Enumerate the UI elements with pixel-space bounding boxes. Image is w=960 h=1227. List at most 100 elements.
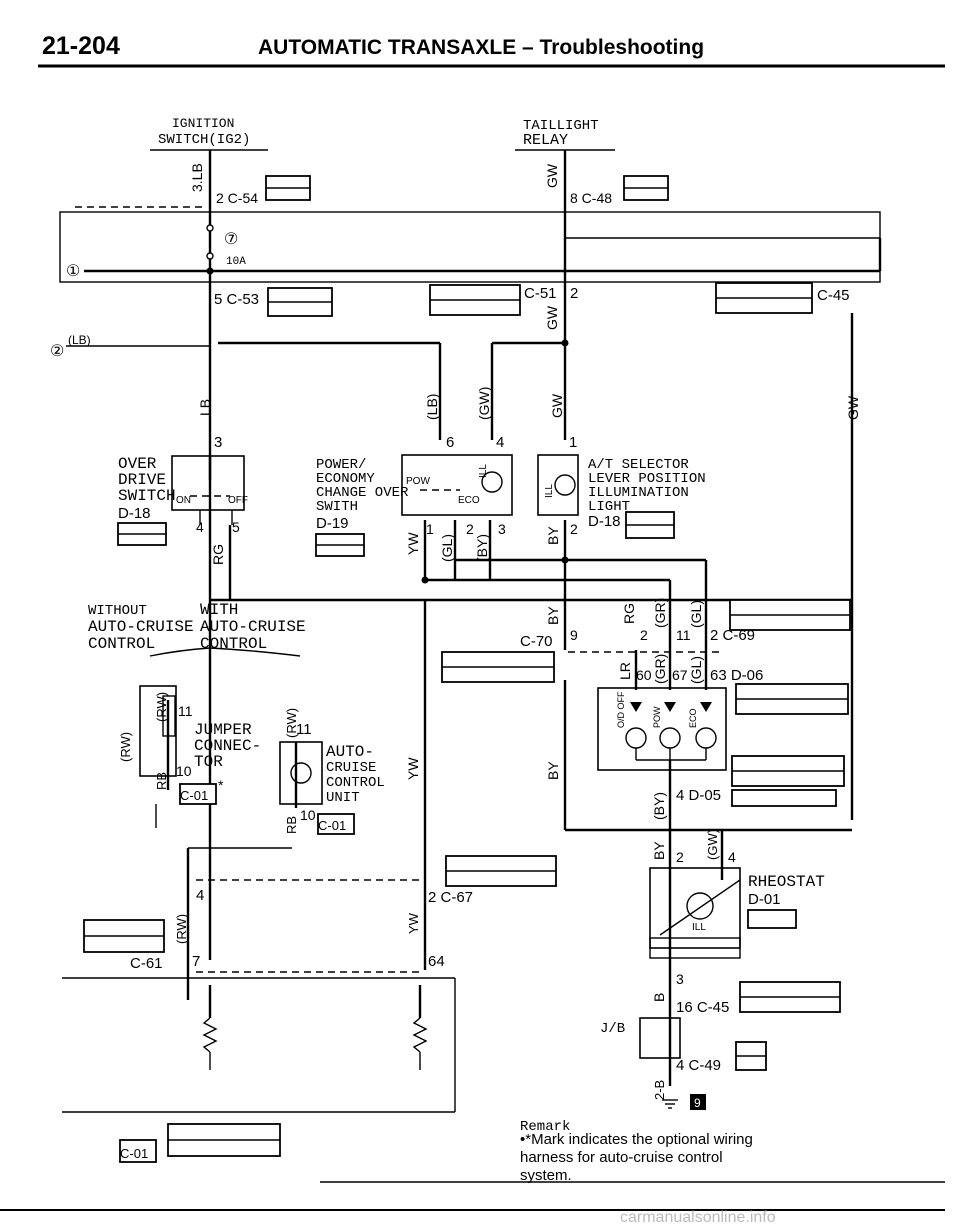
watermark: carmanualsonline.info bbox=[620, 1209, 776, 1226]
wire-rg2: RG bbox=[621, 603, 637, 624]
connector-c01-left: C-01 bbox=[180, 788, 208, 803]
box-9-icon bbox=[690, 1094, 706, 1110]
indicator-eco: ECO bbox=[688, 708, 698, 728]
wire-yw1: YW bbox=[405, 532, 421, 555]
rheostat-code: D-01 bbox=[748, 891, 781, 908]
connector-c48-icon bbox=[623, 175, 669, 201]
rheostat-symbol bbox=[649, 867, 741, 959]
wire-gl2: (GL) bbox=[688, 600, 704, 628]
wire-lb-paren: (LB) bbox=[424, 394, 440, 420]
pin-10a: 10 bbox=[176, 763, 192, 779]
ignition-switch-label: SWITCH(IG2) bbox=[158, 132, 250, 148]
eco-switch-eco: ECO bbox=[458, 495, 480, 506]
marker-circle-2: ② bbox=[50, 343, 64, 360]
connector-c61-icon bbox=[83, 919, 165, 953]
od-switch-code: D-18 bbox=[118, 505, 151, 522]
wire-rw-cruise: (RW) bbox=[284, 708, 299, 738]
connector-c45-bottom-icon bbox=[739, 981, 841, 1013]
selector-line4: LIGHT bbox=[588, 499, 630, 515]
od-switch-line2: DRIVE bbox=[118, 471, 166, 489]
connector-c51-pin: 2 bbox=[570, 285, 578, 302]
connector-c45-top: C-45 bbox=[817, 287, 850, 304]
wire-gw-right: GW bbox=[845, 395, 861, 420]
eco-switch-line3: CHANGE OVER bbox=[316, 485, 409, 501]
without-cruise-line3: CONTROL bbox=[88, 635, 155, 653]
connector-c70: C-70 bbox=[520, 633, 553, 650]
without-cruise-line2: AUTO-CRUISE bbox=[88, 618, 194, 636]
ignition-label: IGNITION bbox=[172, 116, 234, 131]
eco-switch-code: D-19 bbox=[316, 515, 349, 532]
connector-d05-icon bbox=[731, 755, 845, 787]
page-title: AUTOMATIC TRANSAXLE – Troubleshooting bbox=[258, 36, 704, 59]
pin-7: 7 bbox=[192, 953, 200, 970]
pin-11a: 11 bbox=[178, 703, 193, 719]
connector-c01-right: C-01 bbox=[318, 818, 346, 833]
connector-c70-icon bbox=[441, 651, 555, 683]
jumper-line2: CONNEC- bbox=[194, 737, 261, 755]
connector-c01-bottom: C-01 bbox=[120, 1146, 148, 1161]
fuse-number: ⑦ bbox=[224, 231, 238, 248]
connector-d05: 4 D-05 bbox=[676, 787, 721, 804]
connector-c53-icon bbox=[267, 287, 333, 317]
cruise-unit-symbol bbox=[279, 741, 323, 808]
selector-ill: ILL bbox=[544, 484, 555, 498]
connector-c48: 8 C-48 bbox=[570, 190, 612, 206]
connector-c61: C-61 bbox=[130, 955, 163, 972]
selector-line2: LEVER POSITION bbox=[588, 471, 706, 487]
page-number: 21-204 bbox=[42, 32, 120, 60]
cruise-line2: CRUISE bbox=[326, 760, 376, 776]
eco-switch-line1: POWER/ bbox=[316, 457, 366, 473]
indicator-box bbox=[597, 687, 727, 771]
jumper-line3: TOR bbox=[194, 753, 223, 771]
connector-c45-bottom: 16 C-45 bbox=[676, 999, 729, 1016]
connector-c54-icon bbox=[265, 175, 311, 201]
pin-2c: 2 bbox=[570, 521, 578, 537]
wire-by-d05: (BY) bbox=[651, 792, 667, 820]
pin-3f: 3 bbox=[676, 971, 684, 987]
wire-3lb: 3.LB bbox=[189, 163, 205, 192]
cruise-line4: UNIT bbox=[326, 790, 360, 806]
pin-3: 3 bbox=[214, 434, 222, 451]
rheostat-ill: ILL bbox=[692, 922, 706, 933]
wire-rw2-left: (RW) bbox=[118, 732, 133, 762]
pin-1b: 1 bbox=[426, 521, 434, 537]
pin-64: 64 bbox=[428, 953, 445, 970]
connector-c67: 2 C-67 bbox=[428, 889, 473, 906]
pin-4f: 4 bbox=[196, 887, 204, 904]
od-switch-on: ON bbox=[176, 495, 191, 506]
pin-1: 1 bbox=[569, 434, 577, 451]
wire-by1: (BY) bbox=[474, 534, 490, 562]
wire-gw-c51: GW bbox=[544, 305, 560, 330]
eco-switch-line4: SWITH bbox=[316, 499, 358, 515]
wire-by-selector: BY bbox=[545, 526, 561, 545]
connector-c45-top-icon bbox=[715, 282, 813, 314]
wire-gw-paren: (GW) bbox=[476, 387, 492, 420]
wire-gr2: (GR) bbox=[652, 654, 668, 684]
without-cruise-line1: WITHOUT bbox=[88, 603, 147, 619]
marker-lb: (LB) bbox=[68, 333, 91, 347]
box-9-label: 9 bbox=[694, 1096, 701, 1110]
fuse-rating: 10A bbox=[226, 256, 246, 268]
eco-switch-pow: POW bbox=[406, 476, 430, 487]
pin-4e: 4 bbox=[728, 849, 736, 865]
with-cruise-line3: CONTROL bbox=[200, 635, 267, 653]
pin-5b: 5 bbox=[232, 519, 240, 535]
connector-c49-icon bbox=[735, 1041, 767, 1071]
od-switch-connector-icon bbox=[117, 522, 167, 546]
connector-c01-left-icon bbox=[179, 783, 217, 805]
pin-4: 4 bbox=[496, 434, 504, 451]
od-switch-line3: SWITCH bbox=[118, 487, 176, 505]
taillight-relay-label: RELAY bbox=[523, 132, 568, 149]
wire-lr: LR bbox=[617, 662, 633, 680]
cruise-line3: CONTROL bbox=[326, 775, 385, 791]
connector-26pin-icon bbox=[167, 1123, 281, 1157]
jumper-line1: JUMPER bbox=[194, 721, 252, 739]
with-cruise-line2: AUTO-CRUISE bbox=[200, 618, 306, 636]
with-cruise-line1: WITH bbox=[200, 601, 238, 619]
remark-line3: system. bbox=[520, 1167, 572, 1184]
eco-switch-line2: ECONOMY bbox=[316, 471, 375, 487]
eco-switch-symbol bbox=[401, 454, 513, 516]
pin-11b: 11 bbox=[296, 721, 312, 738]
pin-2b: 2 bbox=[466, 521, 474, 537]
